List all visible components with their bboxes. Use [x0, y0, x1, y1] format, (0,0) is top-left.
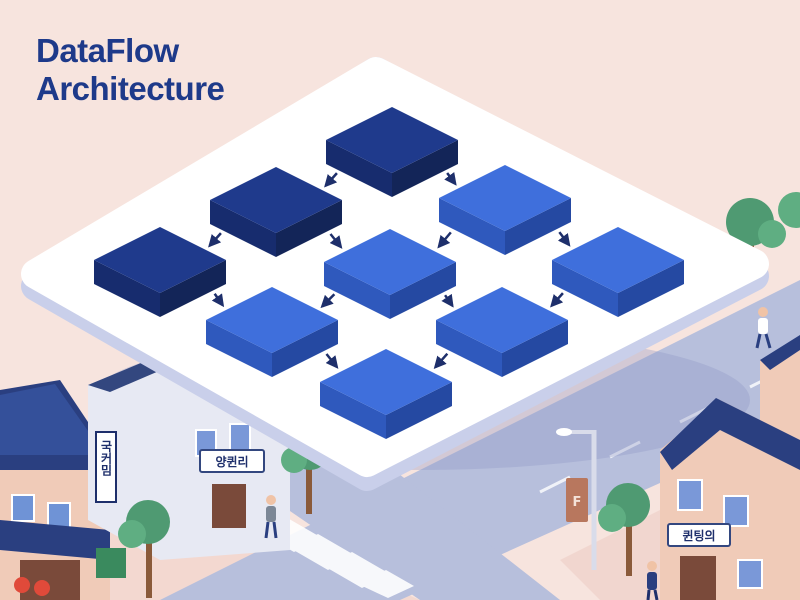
edge-n2-n5 — [329, 233, 343, 249]
node-side-right — [618, 260, 684, 317]
node-side-right — [386, 382, 452, 439]
node-n3[interactable] — [94, 227, 226, 317]
node-side-right — [505, 198, 571, 255]
node-n7[interactable] — [206, 287, 338, 377]
shop-sign-left: 양퀸리 — [215, 454, 248, 469]
node-top — [326, 107, 458, 173]
node-n8[interactable] — [436, 287, 568, 377]
node-top — [206, 287, 338, 353]
edge-n5-n8 — [441, 293, 454, 308]
building-right-top — [760, 335, 800, 450]
node-side-left — [552, 260, 618, 317]
title-line-2: Architecture — [36, 70, 225, 107]
vertical-sign-left: 국커밈 — [99, 440, 113, 477]
edge-n7-n9 — [325, 353, 339, 369]
edge-n6-n8 — [550, 292, 564, 308]
node-n1[interactable] — [326, 107, 458, 197]
person-1 — [264, 495, 278, 539]
diagram-nodes — [94, 107, 684, 439]
node-top — [320, 349, 452, 415]
node-top — [552, 227, 684, 293]
node-n4[interactable] — [439, 165, 571, 255]
node-side-right — [160, 260, 226, 317]
person-3 — [646, 561, 659, 600]
edge-n3-n7 — [211, 293, 225, 308]
tree-1 — [118, 500, 170, 598]
node-n9[interactable] — [320, 349, 452, 439]
node-side-right — [276, 200, 342, 257]
shop-sign-right: 퀸팅의 — [682, 528, 715, 543]
edge-n2-n3 — [208, 232, 222, 248]
title-line-1: DataFlow — [36, 32, 179, 69]
node-side-left — [326, 140, 392, 197]
edge-n8-n9 — [433, 352, 449, 370]
pole-sign: F — [573, 495, 582, 510]
node-side-left — [324, 262, 390, 319]
node-n5[interactable] — [324, 229, 456, 319]
node-n2[interactable] — [210, 167, 342, 257]
node-top — [436, 287, 568, 353]
diagram-edges — [208, 171, 571, 370]
edge-n5-n7 — [320, 293, 336, 309]
person-2 — [755, 307, 772, 349]
node-top — [439, 165, 571, 231]
edge-n1-n2 — [324, 172, 338, 188]
node-top — [210, 167, 342, 233]
node-side-left — [439, 198, 505, 255]
tree-3 — [598, 483, 650, 576]
node-side-left — [210, 200, 276, 257]
building-right-hanok: 퀸팅의 — [660, 398, 800, 600]
edge-n4-n6 — [557, 231, 571, 247]
node-top — [94, 227, 226, 293]
node-side-right — [390, 262, 456, 319]
node-side-right — [502, 320, 568, 377]
node-n6[interactable] — [552, 227, 684, 317]
node-side-right — [392, 140, 458, 197]
node-top — [324, 229, 456, 295]
node-side-left — [436, 320, 502, 377]
edge-n1-n4 — [444, 171, 457, 186]
street-lamp: F — [556, 428, 597, 570]
node-side-left — [320, 382, 386, 439]
node-side-right — [272, 320, 338, 377]
diagram-title: DataFlow Architecture — [36, 32, 225, 108]
node-side-left — [94, 260, 160, 317]
edge-n4-n5 — [437, 231, 452, 249]
node-side-left — [206, 320, 272, 377]
